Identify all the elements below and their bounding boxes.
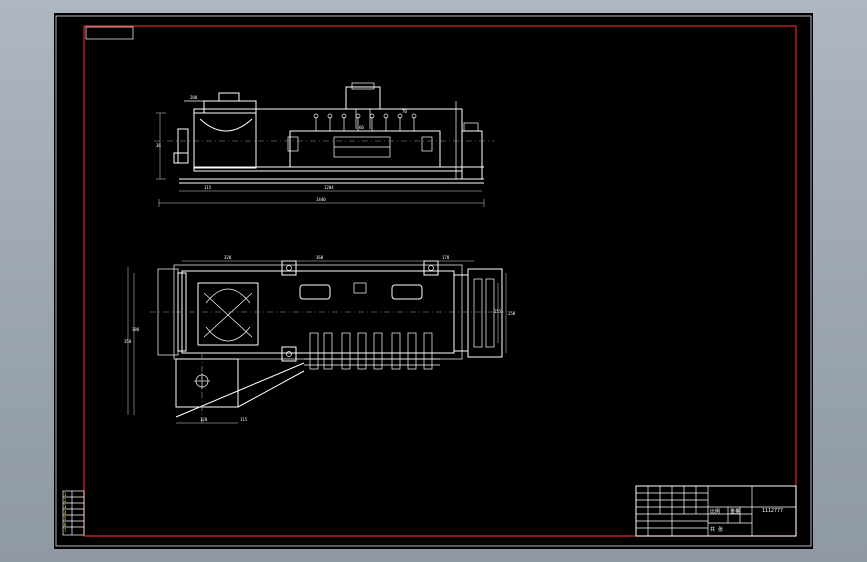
top-dim-2: 360 bbox=[316, 255, 324, 260]
svg-text:5: 5 bbox=[64, 516, 67, 521]
top-dim-left-2: 380 bbox=[132, 327, 140, 332]
top-dim-3: 178 bbox=[442, 255, 450, 260]
top-dim-right-2: 155 bbox=[494, 309, 502, 314]
revision-table: 12 34 56 7 bbox=[62, 490, 85, 536]
front-dim-bottom-left: 115 bbox=[204, 185, 212, 190]
front-dim-top-left: 200 bbox=[190, 95, 198, 100]
top-dim-right-1: 250 bbox=[508, 311, 516, 316]
outer-border bbox=[55, 15, 812, 547]
svg-text:1: 1 bbox=[64, 492, 67, 497]
svg-text:4: 4 bbox=[64, 510, 67, 515]
front-dim-bottom-total: 1440 bbox=[316, 197, 326, 202]
front-dim-top-right: 70 bbox=[402, 109, 407, 114]
svg-text:2: 2 bbox=[64, 498, 67, 503]
svg-text:7: 7 bbox=[64, 528, 67, 533]
title-block: 比例 共 张 重量 1112777 bbox=[635, 485, 797, 537]
label-weight: 重量 bbox=[730, 508, 740, 515]
drawing-frame bbox=[83, 25, 797, 537]
front-dim-center: 60 bbox=[359, 125, 364, 130]
drawing-canvas: 36 115 1204 1440 200 70 60 bbox=[54, 13, 813, 549]
top-dim-left-1: 350 bbox=[124, 339, 132, 344]
front-dim-bottom-mid: 1204 bbox=[324, 185, 334, 190]
top-view: 320 360 178 350 380 250 155 120 115 bbox=[124, 255, 516, 424]
label-scale: 比例 bbox=[710, 508, 720, 515]
top-dim-1: 320 bbox=[224, 255, 232, 260]
drawing-number: 1112777 bbox=[762, 508, 783, 514]
top-dim-bottom-2: 115 bbox=[240, 417, 248, 422]
top-dim-bottom-1: 120 bbox=[200, 417, 208, 422]
front-view: 36 115 1204 1440 200 70 60 bbox=[154, 82, 494, 207]
front-dim-height: 36 bbox=[156, 143, 161, 148]
label-sheet: 共 张 bbox=[710, 526, 723, 533]
title-tag-box bbox=[85, 26, 134, 40]
svg-text:6: 6 bbox=[64, 522, 67, 527]
svg-text:3: 3 bbox=[64, 504, 67, 509]
